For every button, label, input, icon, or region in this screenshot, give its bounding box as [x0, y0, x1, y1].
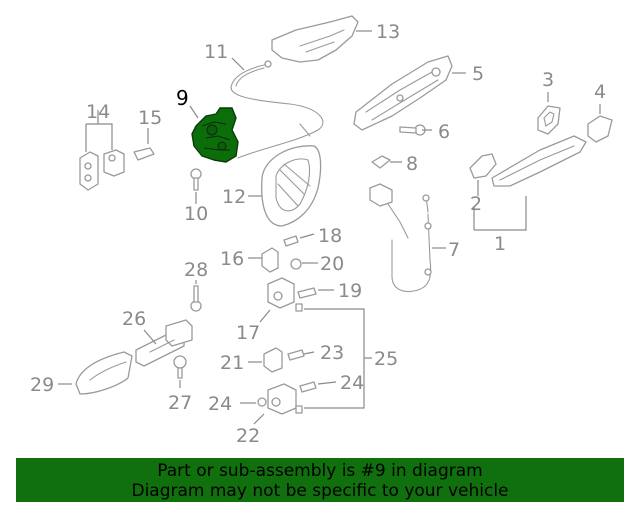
callout-26: 26	[122, 308, 146, 330]
part-17-hinge	[267, 277, 295, 309]
part-22-hinge	[257, 383, 297, 415]
callout-27: 27	[168, 392, 192, 414]
callout-29: 29	[30, 374, 54, 396]
part-14-striker	[79, 149, 125, 191]
part-15-bolt	[133, 147, 155, 161]
callout-19: 19	[338, 280, 362, 302]
callout-6: 6	[438, 121, 450, 143]
part-28-bolt	[190, 285, 202, 312]
part-2-handle-base	[469, 153, 497, 179]
callout-9: 9	[176, 86, 189, 110]
part-12-trim-cover	[261, 145, 322, 227]
callout-15: 15	[138, 107, 162, 129]
part-21-bracket	[263, 347, 283, 373]
part-4-end-cap	[587, 115, 613, 143]
part-3-gasket	[537, 105, 561, 135]
part-13-handle-cover	[271, 15, 359, 63]
part-16-bracket	[261, 247, 279, 273]
callout-28: 28	[184, 259, 208, 281]
part-24-bolt	[295, 381, 317, 414]
callout-22: 22	[236, 425, 260, 447]
callout-1: 1	[494, 233, 506, 255]
part-29-cover	[75, 351, 133, 395]
callout-3: 3	[542, 69, 554, 91]
part-18-bolt	[283, 235, 299, 247]
part-19-bolt	[295, 287, 317, 312]
part-23-bolt	[287, 349, 305, 361]
callout-23: 23	[320, 342, 344, 364]
leader-lines	[58, 30, 601, 425]
callout-25: 25	[374, 348, 398, 370]
banner-line-1: Part or sub-assembly is #9 in diagram	[157, 461, 483, 481]
callout-2: 2	[470, 193, 482, 215]
part-1-outside-handle	[491, 135, 587, 187]
callout-5: 5	[472, 63, 484, 85]
part-notice-banner: Part or sub-assembly is #9 in diagram Di…	[16, 458, 624, 502]
callout-labels: 13 11 5 3 4 9 14 15 6 8 12 2 10 18 1 7 1…	[30, 21, 606, 447]
part-26-door-check	[135, 319, 193, 367]
callout-24-left: 24	[208, 393, 232, 415]
part-20-nut	[290, 258, 302, 270]
part-27-screw	[173, 355, 187, 379]
callout-17: 17	[236, 322, 260, 344]
part-5-handle-carrier	[353, 55, 453, 131]
part-8-clip	[371, 155, 391, 169]
part-9-door-lock-actuator	[191, 107, 239, 163]
part-7-rod	[369, 183, 432, 293]
callout-8: 8	[406, 153, 418, 175]
callout-4: 4	[594, 81, 606, 103]
callout-11: 11	[204, 41, 228, 63]
part-11-cable	[230, 60, 324, 159]
callout-14: 14	[86, 101, 110, 123]
parts-diagram: 13 11 5 3 4 9 14 15 6 8 12 2 10 18 1 7 1…	[30, 15, 613, 447]
callout-12: 12	[222, 186, 246, 208]
callout-20: 20	[320, 253, 344, 275]
part-10-screw	[190, 168, 202, 191]
banner-line-2: Diagram may not be specific to your vehi…	[131, 481, 509, 501]
callout-16: 16	[220, 248, 244, 270]
callout-21: 21	[220, 352, 244, 374]
callout-24-right: 24	[340, 372, 364, 394]
callout-10: 10	[184, 203, 208, 225]
callout-18: 18	[318, 225, 342, 247]
callout-13: 13	[376, 21, 400, 43]
part-6-bolt	[399, 124, 426, 136]
callout-7: 7	[448, 239, 460, 261]
